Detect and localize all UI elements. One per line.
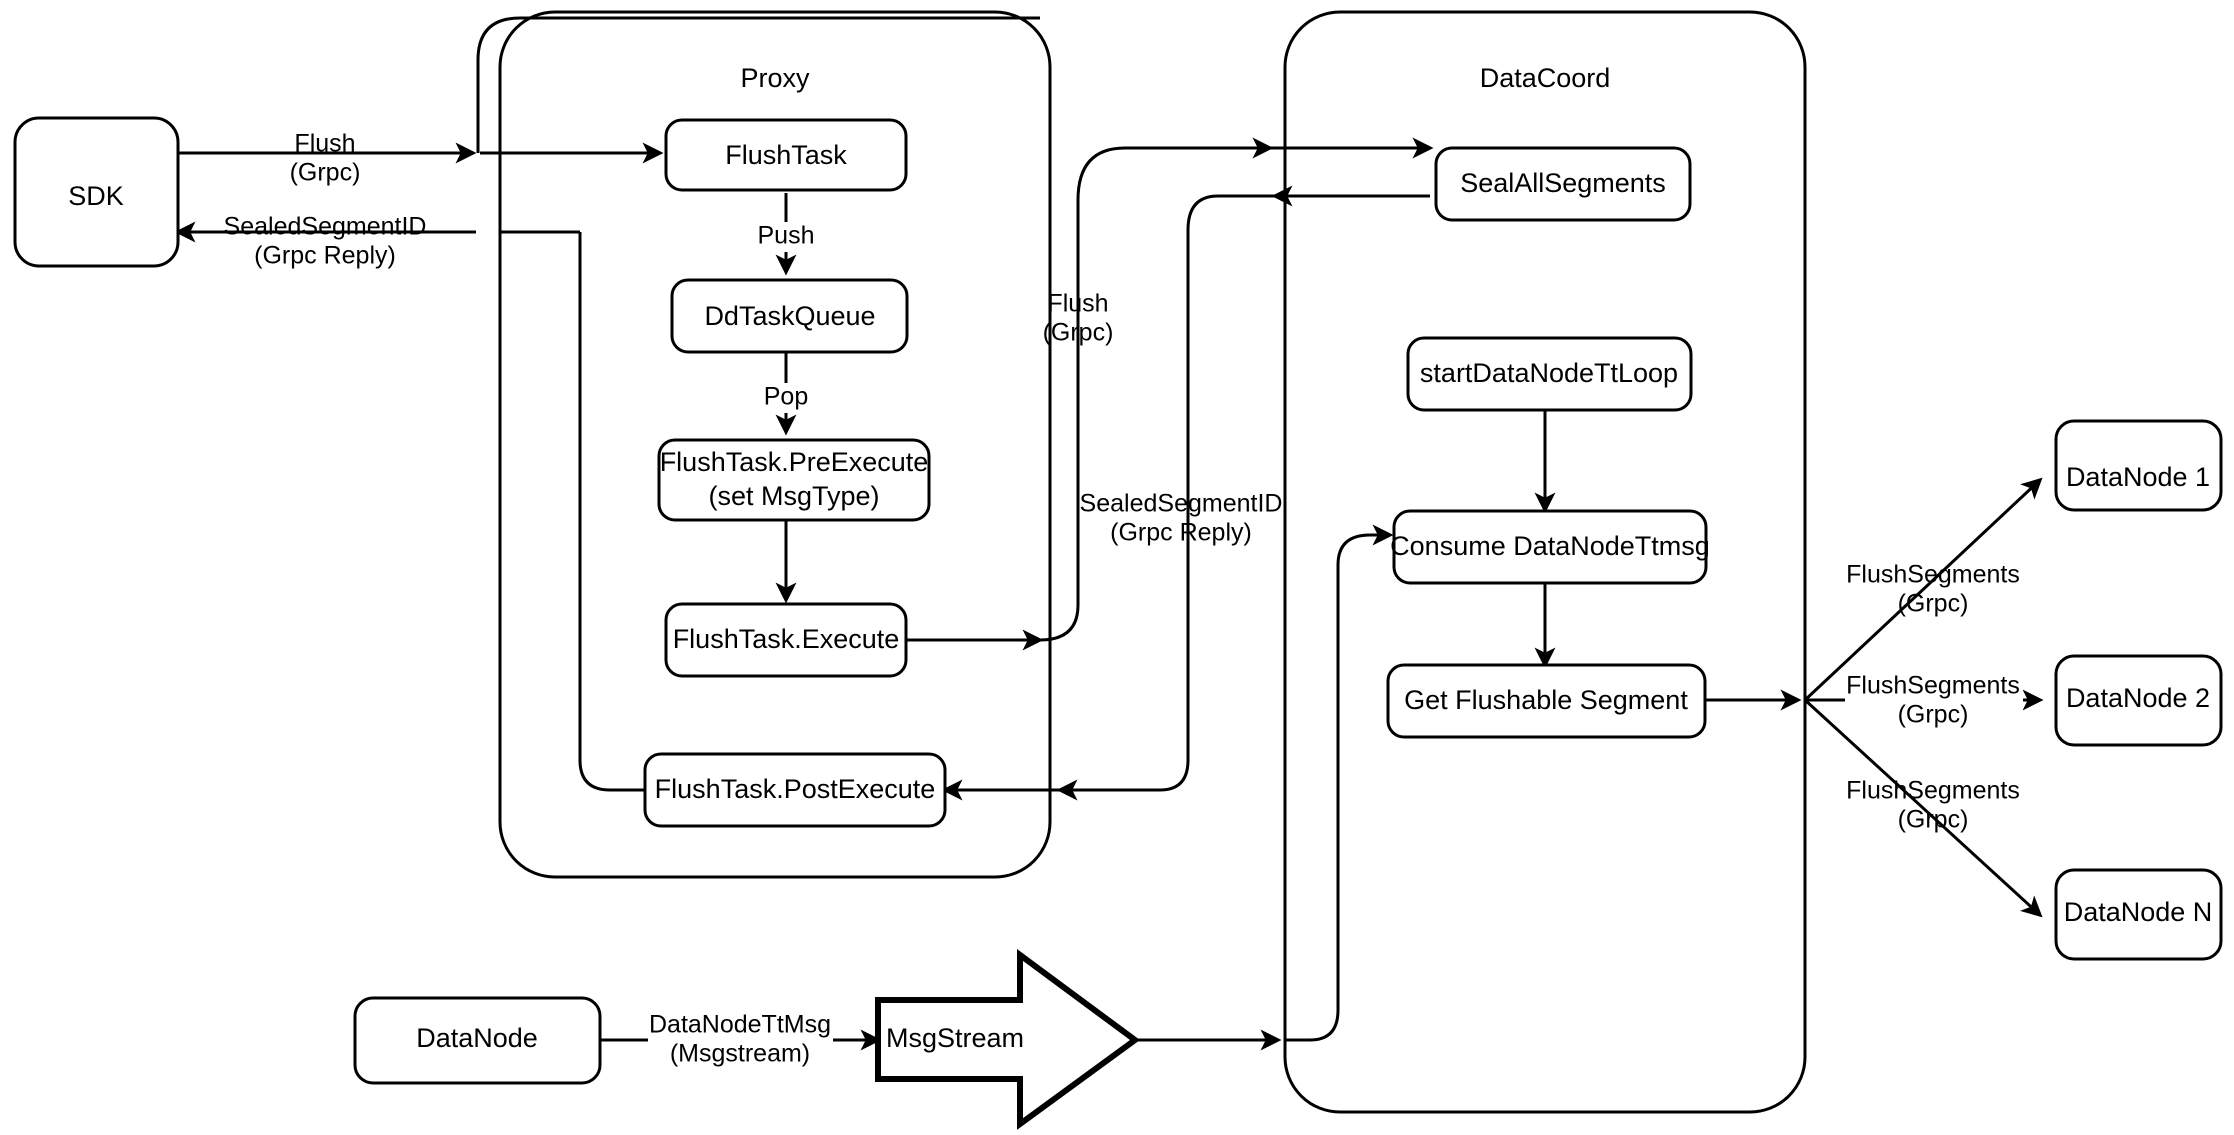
sealallsegments-box: [1434, 146, 1692, 222]
datanode2-box: [2054, 654, 2223, 747]
push-label-bg: [750, 222, 822, 252]
postexecute-box: [643, 752, 947, 828]
ttmsg-label-bg: [648, 1010, 833, 1072]
datanode-bottom-box: [353, 996, 602, 1085]
datacoord-to-proxy-line2: (Grpc Reply): [1110, 519, 1252, 547]
node-startdatanodettloop[interactable]: startDataNodeTtLoop: [1406, 336, 1693, 412]
edge-reply-to-postexecute: [1056, 194, 1285, 801]
execute-box: [664, 602, 908, 678]
edge-label-flush-datanode1: FlushSegments (Grpc): [1846, 561, 2020, 618]
datanoden-label: DataNode N: [2064, 897, 2213, 927]
flush-dn2-label-bg: [1845, 673, 2023, 735]
sealallsegments-label: SealAllSegments: [1460, 168, 1666, 198]
edge-junction-to-datanoden: [1803, 698, 2043, 918]
node-sdk[interactable]: SDK: [13, 116, 180, 268]
ddtaskqueue-box: [670, 278, 909, 354]
edge-label-pop: Pop: [752, 383, 818, 413]
ddtaskqueue-label: DdTaskQueue: [704, 301, 875, 331]
sdk-box: [13, 116, 180, 268]
container-proxy[interactable]: Proxy: [498, 10, 1052, 879]
sdk-to-proxy-line1: Flush: [294, 130, 355, 158]
pop-label: Pop: [764, 383, 808, 411]
sdk-to-proxy-line2: (Grpc): [290, 159, 361, 187]
edge-label-flush-datanode2: FlushSegments (Grpc): [1845, 672, 2023, 735]
node-postexecute[interactable]: FlushTask.PostExecute: [643, 752, 947, 828]
proxy-to-sdk-line2: (Grpc Reply): [254, 242, 396, 270]
preexecute-label-line2: (set MsgType): [708, 481, 879, 511]
preexecute-label-line1: FlushTask.PreExecute: [660, 447, 929, 477]
sdk-label: SDK: [68, 181, 124, 211]
edge-label-datacoord-to-proxy: SealedSegmentID (Grpc Reply): [1080, 490, 1283, 547]
flushtask-box: [664, 118, 908, 192]
ttmsg-line1: DataNodeTtMsg: [649, 1011, 831, 1039]
node-execute[interactable]: FlushTask.Execute: [664, 602, 908, 678]
datanoden-box: [2054, 868, 2223, 961]
node-datanoden[interactable]: DataNode N: [2054, 868, 2223, 961]
ttmsg-line2: (Msgstream): [670, 1040, 810, 1068]
proxy-container-title: Proxy: [740, 63, 810, 93]
node-datanode2[interactable]: DataNode 2: [2054, 654, 2223, 747]
proxy-container-border: [498, 10, 1052, 879]
edge-junction-to-datanode1: [1803, 477, 2043, 702]
edge-label-proxy-to-sdk: SealedSegmentID (Grpc Reply): [224, 213, 427, 270]
edge-postexecute-return: [578, 232, 645, 792]
consumedatanodettmsg-box: [1392, 509, 1708, 585]
node-getflushablesegment[interactable]: Get Flushable Segment: [1386, 663, 1707, 739]
datanode-bottom-label: DataNode: [416, 1023, 538, 1053]
edge-label-push: Push: [750, 222, 822, 252]
datanode2-label: DataNode 2: [2066, 683, 2210, 713]
node-ddtaskqueue[interactable]: DdTaskQueue: [670, 278, 909, 354]
consumedatanodettmsg-label: Consume DataNodeTtmsg: [1390, 531, 1710, 561]
startdatanodettloop-box: [1406, 336, 1693, 412]
flush-dn2-line2: (Grpc): [1898, 701, 1969, 729]
edge-label-proxy-to-datacoord: Flush (Grpc): [1043, 290, 1114, 347]
flush-dn1-line1: FlushSegments: [1846, 561, 2020, 589]
proxy-to-datacoord-line2: (Grpc): [1043, 319, 1114, 347]
preexecute-box: [657, 438, 931, 522]
node-datanode1[interactable]: DataNode 1: [2054, 419, 2223, 512]
datacoord-container-title: DataCoord: [1480, 63, 1611, 93]
postexecute-label: FlushTask.PostExecute: [655, 774, 936, 804]
msgstream-label: MsgStream: [886, 1023, 1024, 1053]
flush-dn2-line1: FlushSegments: [1846, 672, 2020, 700]
proxy-to-datacoord-line1: Flush: [1047, 290, 1108, 318]
datacoord-container-border: [1283, 10, 1807, 1114]
proxy-to-sdk-line1: SealedSegmentID: [224, 213, 427, 241]
getflushablesegment-label: Get Flushable Segment: [1404, 685, 1688, 715]
datanode1-box: [2054, 419, 2223, 512]
push-label: Push: [758, 222, 815, 250]
datacoord-to-proxy-line1: SealedSegmentID: [1080, 490, 1283, 518]
node-consumedatanodettmsg[interactable]: Consume DataNodeTtmsg: [1390, 509, 1710, 585]
flushtask-label: FlushTask: [725, 140, 847, 170]
flush-dnn-line1: FlushSegments: [1846, 777, 2020, 805]
node-msgstream[interactable]: MsgStream: [875, 949, 1141, 1130]
datanode1-label: DataNode 1: [2066, 462, 2210, 492]
execute-label: FlushTask.Execute: [673, 624, 900, 654]
msgstream-arrow-shape: [875, 949, 1141, 1130]
startdatanodettloop-label: startDataNodeTtLoop: [1420, 358, 1678, 388]
pop-label-bg: [752, 383, 818, 413]
edge-label-sdk-to-proxy: Flush (Grpc): [290, 130, 361, 187]
edge-label-datanode-ttmsg: DataNodeTtMsg (Msgstream): [648, 1010, 833, 1072]
edge-proxy-top-route: [476, 16, 1040, 153]
node-preexecute[interactable]: FlushTask.PreExecute (set MsgType): [657, 438, 931, 522]
node-sealallsegments[interactable]: SealAllSegments: [1434, 146, 1692, 222]
getflushablesegment-box: [1386, 663, 1707, 739]
edge-flush-to-datacoord: [1039, 137, 1274, 642]
edge-ttmsg-into-consume: [1285, 524, 1394, 1042]
container-datacoord[interactable]: DataCoord: [1283, 10, 1807, 1114]
edge-label-flush-datanoden: FlushSegments (Grpc): [1846, 777, 2020, 834]
node-datanode-bottom[interactable]: DataNode: [353, 996, 602, 1085]
flush-dn1-line2: (Grpc): [1898, 590, 1969, 618]
node-flushtask[interactable]: FlushTask: [664, 118, 908, 192]
flush-dnn-line2: (Grpc): [1898, 806, 1969, 834]
